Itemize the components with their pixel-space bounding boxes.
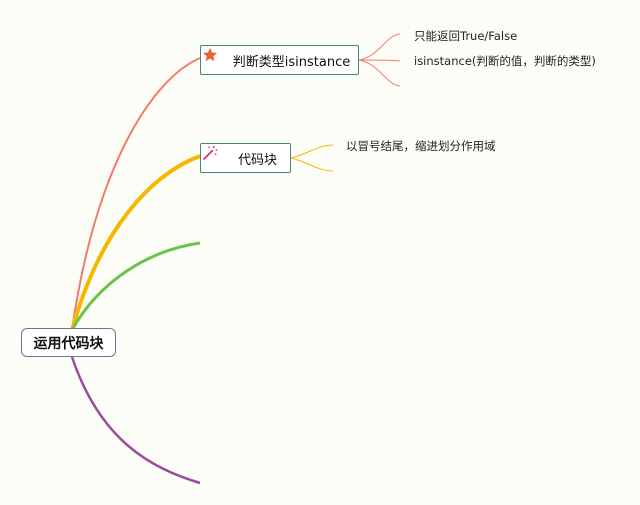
sub-branch-line <box>290 157 334 172</box>
subtopic-returns-bool[interactable]: 只能返回True/False <box>414 29 518 43</box>
topic-isinstance[interactable]: 判断类型isinstance <box>200 45 359 75</box>
topic-code-block[interactable]: 代码块 <box>200 143 291 173</box>
topic-label: 判断类型isinstance <box>232 54 351 70</box>
root-topic[interactable]: 运用代码块 <box>21 328 116 357</box>
root-topic-label: 运用代码块 <box>33 335 104 352</box>
branch-line-1 <box>71 57 201 331</box>
sub-branch-line <box>358 59 401 87</box>
subtopic-isinstance-syntax[interactable]: isinstance(判断的值，判断的类型) <box>414 54 596 68</box>
topic-label: 代码块 <box>237 152 277 168</box>
branch-line-3 <box>70 241 201 331</box>
sub-branch-line <box>290 144 334 159</box>
branch-line-4 <box>70 356 201 485</box>
sub-branch-line <box>358 59 401 62</box>
branch-line-2 <box>70 154 201 331</box>
magic-wand-icon <box>203 145 232 167</box>
star-icon <box>202 47 227 69</box>
subtopic-colon-indent[interactable]: 以冒号结尾，缩进划分作用域 <box>346 139 496 153</box>
sub-branch-line <box>358 33 401 61</box>
